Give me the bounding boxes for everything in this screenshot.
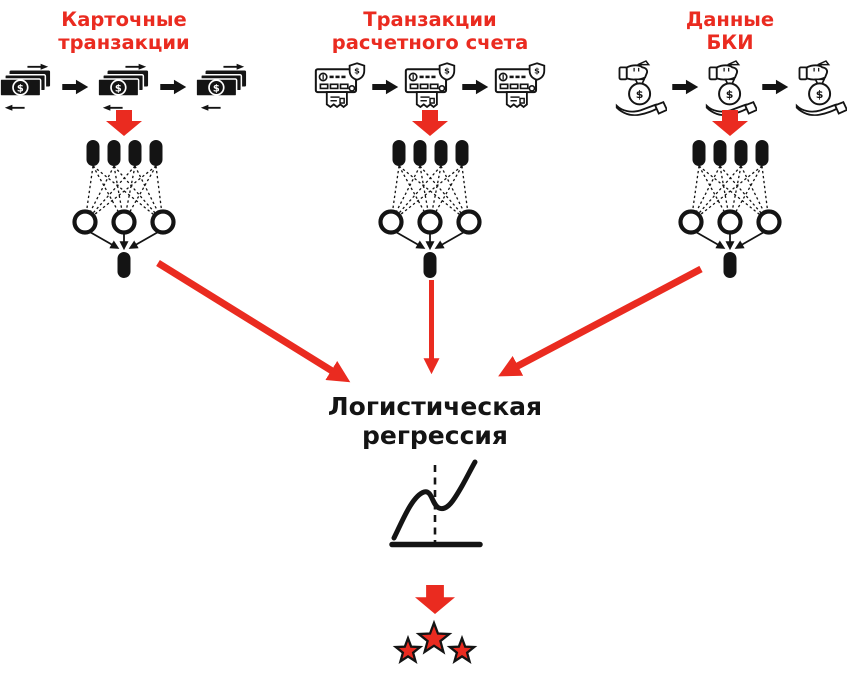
aggregator-title: Логистическая регрессия	[285, 392, 585, 451]
title-line-1: Данные	[685, 8, 775, 31]
down-block-arrow-icon	[106, 110, 142, 136]
right-arrow-icon	[462, 79, 489, 95]
moneybag-hands-icon	[794, 59, 847, 116]
credit-bureau-sequence	[610, 58, 848, 116]
star-left	[394, 637, 422, 663]
right-arrow-icon	[372, 79, 399, 95]
bank-statement-icon	[404, 61, 457, 114]
banknotes-icon	[192, 63, 253, 112]
column-title-card-transactions: Карточные транзакции	[4, 8, 244, 55]
bank-statement-icon	[314, 61, 367, 114]
column-title-credit-bureau: Данные БКИ	[610, 8, 848, 55]
column-account-transactions: Транзакции расчетного счета	[310, 6, 550, 286]
right-arrow-icon	[672, 79, 699, 95]
account-transactions-sequence	[310, 58, 550, 116]
down-block-arrow-icon	[415, 585, 455, 614]
banknotes-icon	[0, 63, 57, 112]
moneybag-hands-icon	[614, 59, 667, 116]
title-line-2: регрессия	[362, 421, 508, 451]
column-credit-bureau: Данные БКИ	[610, 6, 848, 286]
regression-curve	[391, 459, 478, 541]
right-arrow-icon	[762, 79, 789, 95]
title-line-1: Транзакции	[363, 8, 497, 31]
star-rating-icon	[394, 621, 476, 663]
bank-statement-icon	[494, 61, 547, 114]
logistic-curve-icon	[389, 459, 483, 548]
right-arrow-icon	[62, 79, 89, 95]
neural-network-card-transactions	[68, 140, 180, 280]
title-line-2: транзакции	[58, 31, 190, 55]
title-line-1: Логистическая	[327, 392, 543, 421]
neural-network-credit-bureau	[674, 140, 786, 280]
moneybag-hands-icon	[704, 59, 757, 116]
title-line-1: Карточные	[61, 8, 187, 31]
neural-network-account-transactions	[374, 140, 486, 280]
right-arrow-icon	[160, 79, 187, 95]
column-card-transactions: Карточные транзакции	[4, 6, 244, 286]
title-line-2: БКИ	[706, 31, 754, 55]
down-block-arrow-icon	[712, 110, 748, 136]
title-line-2: расчетного счета	[331, 31, 529, 55]
down-block-arrow-icon	[412, 110, 448, 136]
banknotes-icon	[94, 63, 155, 112]
star-center	[417, 621, 451, 654]
card-transactions-sequence	[4, 58, 244, 116]
star-right	[448, 637, 476, 663]
column-title-account-transactions: Транзакции расчетного счета	[310, 8, 550, 55]
